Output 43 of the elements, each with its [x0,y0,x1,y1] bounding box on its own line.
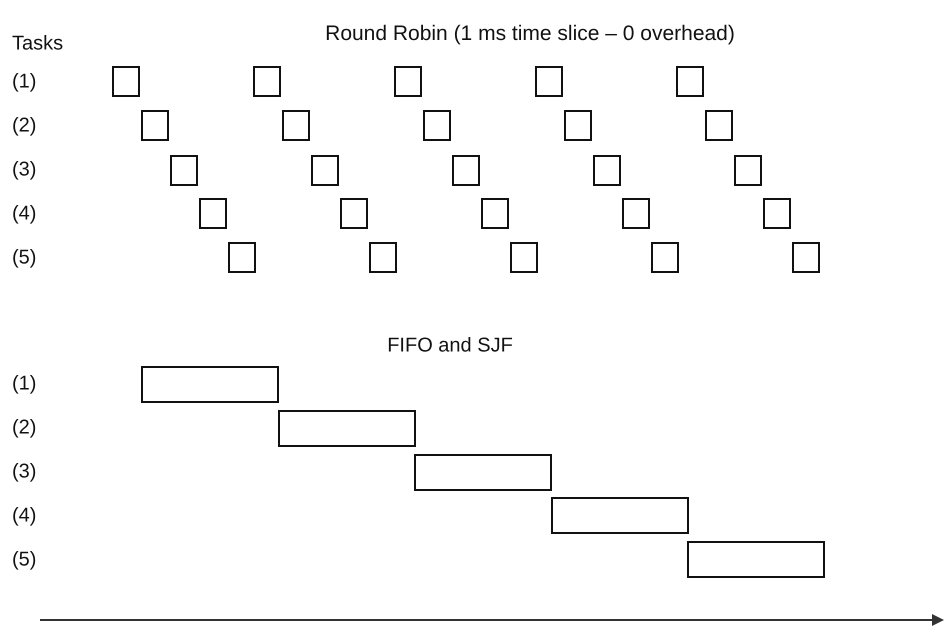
time-slice-box [763,198,791,229]
task-run-box [550,497,689,534]
task-run-box [687,541,826,578]
time-slice-box [340,198,368,229]
task-run-box [141,366,279,403]
task-label: (5) [12,246,36,270]
time-slice-box [423,110,451,141]
time-slice-box [394,66,422,97]
axis-label: Tasks [12,32,64,56]
task-label: (3) [12,460,36,484]
task-run-box [414,454,552,491]
time-slice-box [141,110,169,141]
task-label: (1) [12,372,36,396]
task-label: (3) [12,158,36,182]
time-slice-box [535,66,563,97]
time-slice-box [510,242,538,273]
task-label: (4) [12,202,36,226]
time-slice-box [311,155,339,186]
time-slice-box [282,110,310,141]
time-slice-box [481,198,509,229]
task-run-box [278,410,416,447]
task-label: (4) [12,504,36,528]
time-slice-box [564,110,592,141]
time-slice-box [369,242,397,273]
time-slice-box [452,155,480,186]
task-label: (2) [12,416,36,440]
time-slice-box [792,242,820,273]
chart-title: Round Robin (1 ms time slice – 0 overhead) [325,22,735,46]
time-slice-box [734,155,762,186]
time-slice-box [228,242,256,273]
time-slice-box [170,155,198,186]
task-label: (2) [12,114,36,138]
time-slice-box [112,66,140,97]
section-title: FIFO and SJF [387,334,513,358]
time-slice-box [622,198,650,229]
time-slice-box [705,110,733,141]
time-slice-box [199,198,227,229]
task-label: (1) [12,70,36,94]
time-slice-box [676,66,704,97]
time-slice-box [651,242,679,273]
task-label: (5) [12,548,36,572]
time-slice-box [253,66,281,97]
time-slice-box [593,155,621,186]
